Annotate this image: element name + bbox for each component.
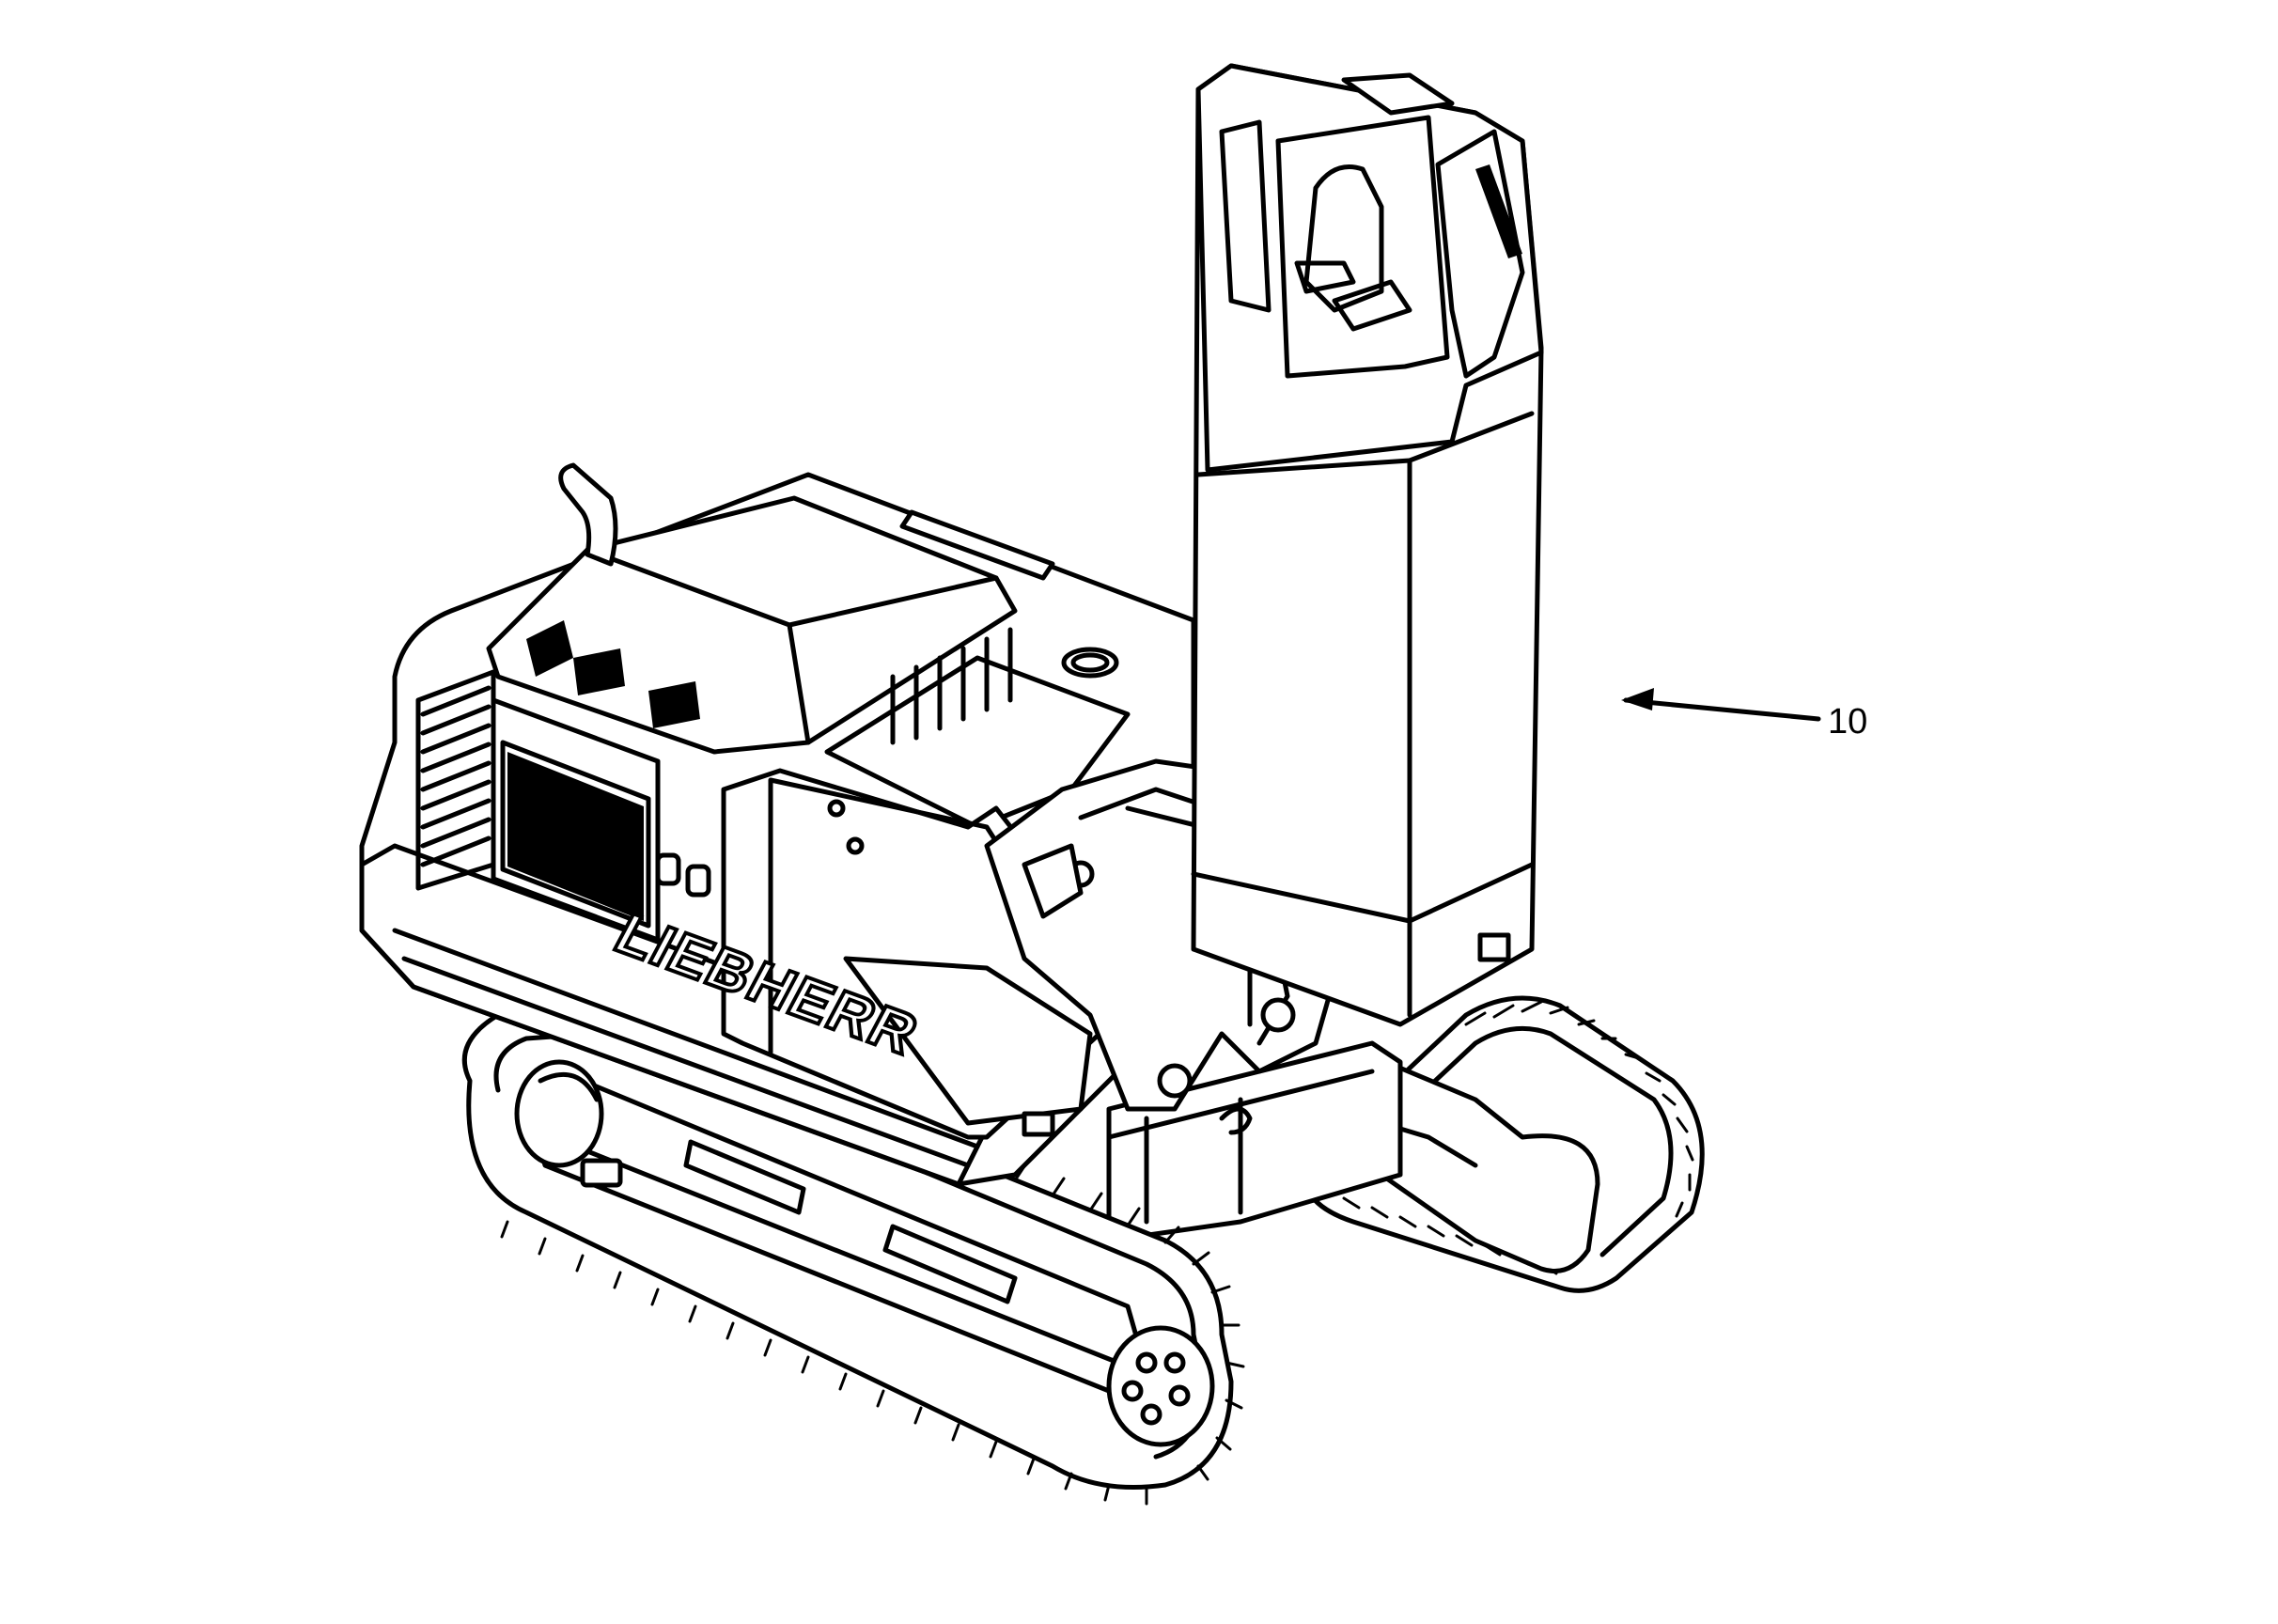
callout-10: 10 bbox=[1621, 688, 1867, 742]
engine-hood bbox=[486, 495, 1018, 755]
upper-carriage: LIEBHERR bbox=[359, 462, 1196, 1187]
callout-arrowhead bbox=[1621, 688, 1654, 710]
callout-label: 10 bbox=[1828, 702, 1867, 742]
cab-riser bbox=[1191, 63, 1544, 1027]
operator-cab bbox=[1195, 63, 1544, 473]
left-track-shoes-bottom bbox=[500, 1220, 1148, 1506]
engine-side-hatch bbox=[491, 697, 661, 943]
callout-leader-line bbox=[1623, 697, 1821, 722]
drive-sprocket bbox=[1106, 1325, 1215, 1447]
hydraulic-valves bbox=[824, 627, 1131, 830]
